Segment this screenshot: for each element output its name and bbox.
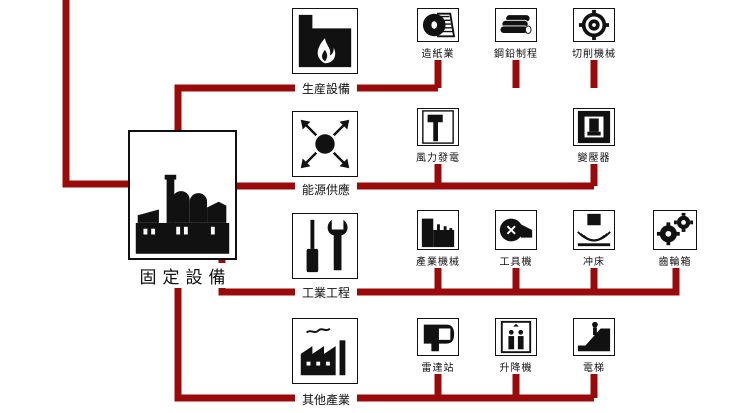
item-box-escalator[interactable] — [573, 318, 615, 356]
furnace-flame-icon — [298, 14, 352, 68]
item-label-saw: 切削機械 — [564, 45, 624, 60]
gears-icon — [656, 212, 694, 246]
item-label-escalator: 電梯 — [566, 359, 622, 374]
connector-cat2-items — [434, 162, 598, 186]
item-box-radar[interactable] — [417, 318, 459, 356]
item-box-lift[interactable] — [495, 318, 537, 356]
item-label-steel: 鋼鉛制程 — [486, 45, 546, 60]
paper-roll-icon — [422, 12, 456, 38]
item-label-punch: 冲床 — [566, 253, 622, 268]
item-label-radar: 雷達站 — [410, 359, 466, 374]
item-box-punch[interactable] — [573, 210, 615, 250]
hair-dryer-icon — [423, 324, 455, 352]
item-label-lift: 升降機 — [488, 359, 544, 374]
steel-pipes-icon — [499, 14, 532, 34]
item-box-steel[interactable] — [495, 8, 537, 42]
category-label-energy: 能源供應 — [295, 181, 357, 198]
screwdriver-wrench-icon — [306, 219, 348, 273]
item-box-wind[interactable] — [417, 108, 459, 146]
press-frame-icon — [577, 110, 611, 144]
item-label-wind: 風力發電 — [410, 149, 466, 164]
item-label-paper: 造紙業 — [413, 45, 463, 60]
item-label-transformer: 變壓器 — [566, 149, 622, 164]
item-box-gearbox[interactable] — [653, 210, 697, 250]
item-box-tool-machine[interactable] — [495, 210, 537, 250]
category-box-engineering[interactable] — [292, 213, 358, 279]
smoking-factory-icon — [300, 327, 346, 376]
elevator-icon — [500, 320, 532, 354]
item-label-industrial: 產業機械 — [410, 253, 466, 268]
factory-skyline-icon — [135, 174, 230, 254]
category-label-production: 生産設備 — [295, 80, 357, 97]
connector-cat4 — [174, 288, 594, 402]
tool-machine-icon — [499, 218, 533, 242]
connector-cat1-items — [434, 58, 598, 88]
industrial-plant-icon — [421, 218, 455, 248]
root-box — [128, 130, 237, 260]
category-label-other: 其他產業 — [295, 391, 357, 408]
punch-press-icon — [577, 213, 611, 247]
hammer-icon — [422, 110, 454, 144]
category-box-energy[interactable] — [292, 111, 358, 177]
energy-radiate-icon — [300, 119, 350, 169]
connector-top-left — [62, 0, 128, 188]
item-box-transformer[interactable] — [573, 108, 615, 146]
category-box-other[interactable] — [292, 318, 358, 384]
root-label: 固定設備 — [128, 263, 243, 288]
item-label-tool-machine: 工具機 — [488, 253, 544, 268]
escalator-icon — [577, 321, 611, 352]
item-box-paper[interactable] — [417, 8, 459, 42]
category-label-engineering: 工業工程 — [295, 284, 357, 301]
category-box-production[interactable] — [292, 8, 358, 74]
item-box-saw[interactable] — [573, 8, 615, 42]
item-label-gearbox: 齒輪箱 — [647, 253, 703, 268]
saw-blade-icon — [578, 9, 610, 41]
item-box-industrial[interactable] — [417, 210, 459, 250]
